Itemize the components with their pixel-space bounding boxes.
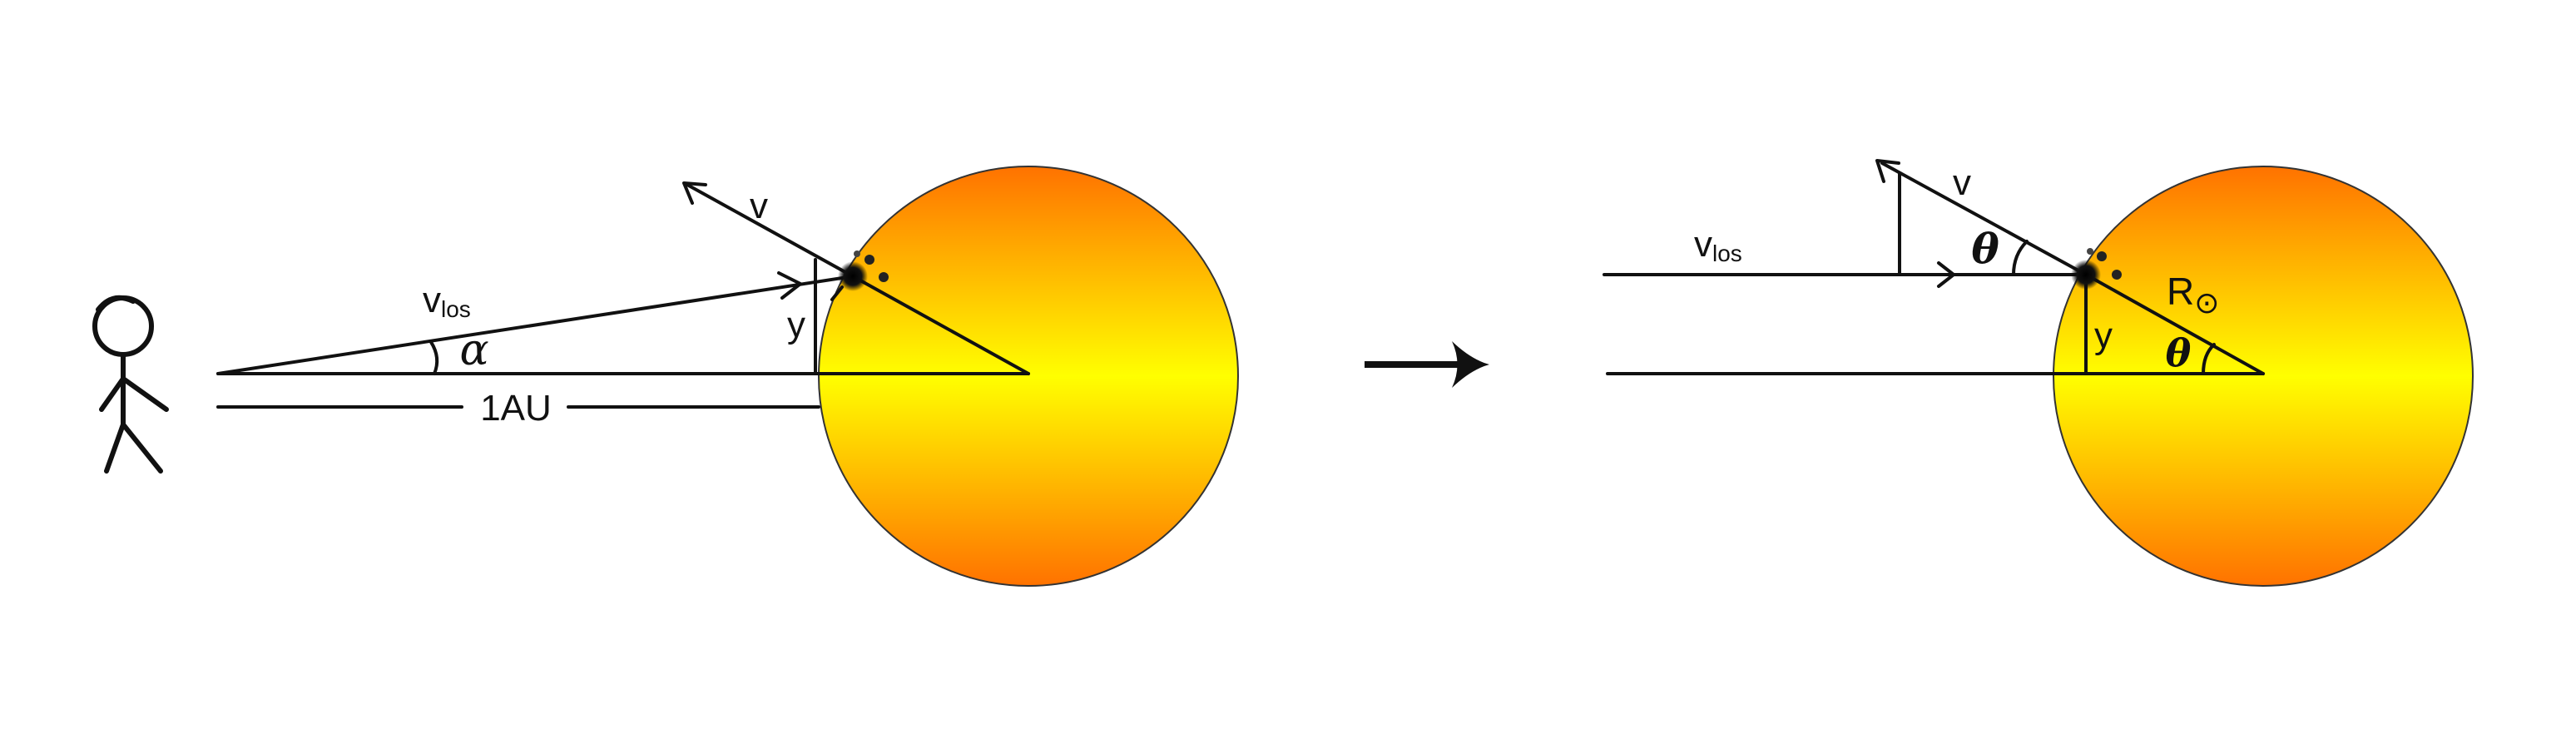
sunspot-left: [838, 250, 889, 291]
line-of-sight: [216, 275, 855, 375]
velocity-arrowhead-left: [682, 181, 707, 205]
line-of-sight-arrowhead-right: [1937, 261, 1955, 288]
radius-line-left: [851, 275, 1030, 375]
sun-left: [818, 166, 1239, 587]
alpha-label: α: [459, 325, 488, 375]
vlos-label-right: vlos: [1694, 224, 1742, 266]
theta-label-top: θ: [1971, 224, 1999, 273]
v-label-left: v: [750, 186, 768, 226]
observer-leg-right: [121, 422, 163, 474]
y-label-left: y: [787, 305, 805, 345]
velocity-vector-right: [1880, 161, 2088, 276]
velocity-arrowhead-right: [1875, 159, 1900, 183]
line-of-sight-arrowhead: [777, 271, 802, 300]
alpha-arc: [429, 340, 439, 375]
right-panel: vlos v θ y R⊙ θ: [1603, 159, 2474, 587]
distance-label: 1AU: [480, 388, 552, 429]
velocity-vector-left: [686, 183, 855, 278]
theta-arc-top: [2012, 240, 2029, 276]
observer-arm-left: [99, 376, 126, 412]
theta-arc-bottom: [2202, 343, 2216, 375]
y-label-right: y: [2094, 315, 2113, 356]
sunspot-right: [2071, 248, 2122, 290]
v-label-right: v: [1953, 162, 1971, 203]
observer-arm-right: [121, 376, 169, 412]
vlos-label-left: vlos: [423, 280, 471, 322]
radius-label: R⊙: [2167, 270, 2219, 320]
line-of-sight-arrowhead-lower: [830, 285, 844, 301]
sun-right: [2053, 166, 2474, 587]
theta-label-bottom: θ: [2166, 330, 2192, 375]
observer-figure: [92, 295, 169, 474]
left-panel: 1AU α vlos y v: [92, 166, 1239, 587]
transition-arrow: [1365, 341, 1489, 388]
radius-line-right: [2084, 273, 2265, 375]
observer-hair: [96, 295, 136, 312]
observer-leg-left: [104, 422, 126, 474]
